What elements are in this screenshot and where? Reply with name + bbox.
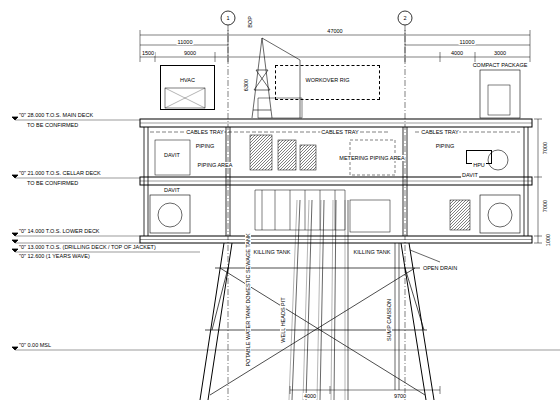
- callout-label: CABLES TRAY: [420, 129, 459, 135]
- equipment-box: HPU: [466, 150, 492, 164]
- callout-label: DAVIT: [163, 187, 181, 193]
- callout-label: "0" 14.000 T.O.S. LOWER DECK: [18, 228, 101, 234]
- dimension-label: 4000: [450, 50, 464, 56]
- callout-label: TO BE CONFIRMED: [26, 122, 79, 128]
- callout-label: "0" 0.00 MSL: [18, 342, 52, 348]
- callout-label: COMPACT PACKAGE: [472, 62, 529, 68]
- dimension-label: 7000: [542, 199, 548, 213]
- callout-label: PIPING AREA: [197, 162, 234, 168]
- callout-label: CABLES TRAY: [185, 129, 224, 135]
- callout-label: DAVIT: [163, 152, 181, 158]
- callout-label: PIPING: [435, 143, 456, 149]
- callout-label: KILLING TANK: [253, 249, 292, 255]
- callout-label: "0" 12.600 (1 YEARS WAVE): [18, 253, 91, 259]
- dimension-label: 3000: [493, 50, 507, 56]
- callout-label: SUMP CAISSON: [386, 298, 392, 342]
- equipment-box: WORKOVER RIG: [275, 65, 380, 100]
- callout-label: OPEN DRAIN: [422, 265, 458, 271]
- dimension-label: 9700: [393, 393, 407, 399]
- dimension-label: 11000: [177, 39, 194, 45]
- equipment-name: HVAC: [179, 77, 196, 83]
- dimension-label: 7000: [542, 141, 548, 155]
- equipment-name: HPU: [472, 162, 486, 168]
- callout-label: KILLING TANK: [353, 249, 392, 255]
- callout-label: "0" 28.000 T.O.S. MAIN DECK: [18, 112, 94, 118]
- callout-label: METERING PIPING AREA: [338, 155, 405, 161]
- equipment-box: HVAC: [160, 65, 215, 110]
- dimension-label: 1: [225, 15, 230, 21]
- callout-label: WELL HEADS PIT: [280, 296, 286, 343]
- dimension-label: 4000: [303, 393, 317, 399]
- dimension-label: 47000: [326, 28, 343, 34]
- dimension-label: 1000: [545, 233, 551, 247]
- dimension-label: 11000: [459, 39, 476, 45]
- callout-label: CABLES TRAY: [320, 129, 359, 135]
- callout-label: BOP: [247, 15, 253, 29]
- callout-label: POTABLE WATER TANK DOMESTIC SEWAGE TANK: [245, 232, 251, 367]
- dimension-label: 6300: [243, 78, 249, 92]
- callout-label: PIPING: [195, 143, 216, 149]
- dimension-label: 1500: [141, 50, 155, 56]
- equipment-name: WORKOVER RIG: [304, 77, 350, 83]
- callout-label: "0" 21.000 T.O.S. CELLAR DECK: [18, 170, 102, 176]
- callout-label: "0" 13.000 T.O.S. (DRILLING DECK / TOP O…: [18, 244, 157, 250]
- dimension-label: 2: [402, 15, 407, 21]
- callout-label: TO BE CONFIRMED: [26, 180, 79, 186]
- dimension-label: 9000: [183, 50, 197, 56]
- callout-label: DAVIT: [461, 172, 479, 178]
